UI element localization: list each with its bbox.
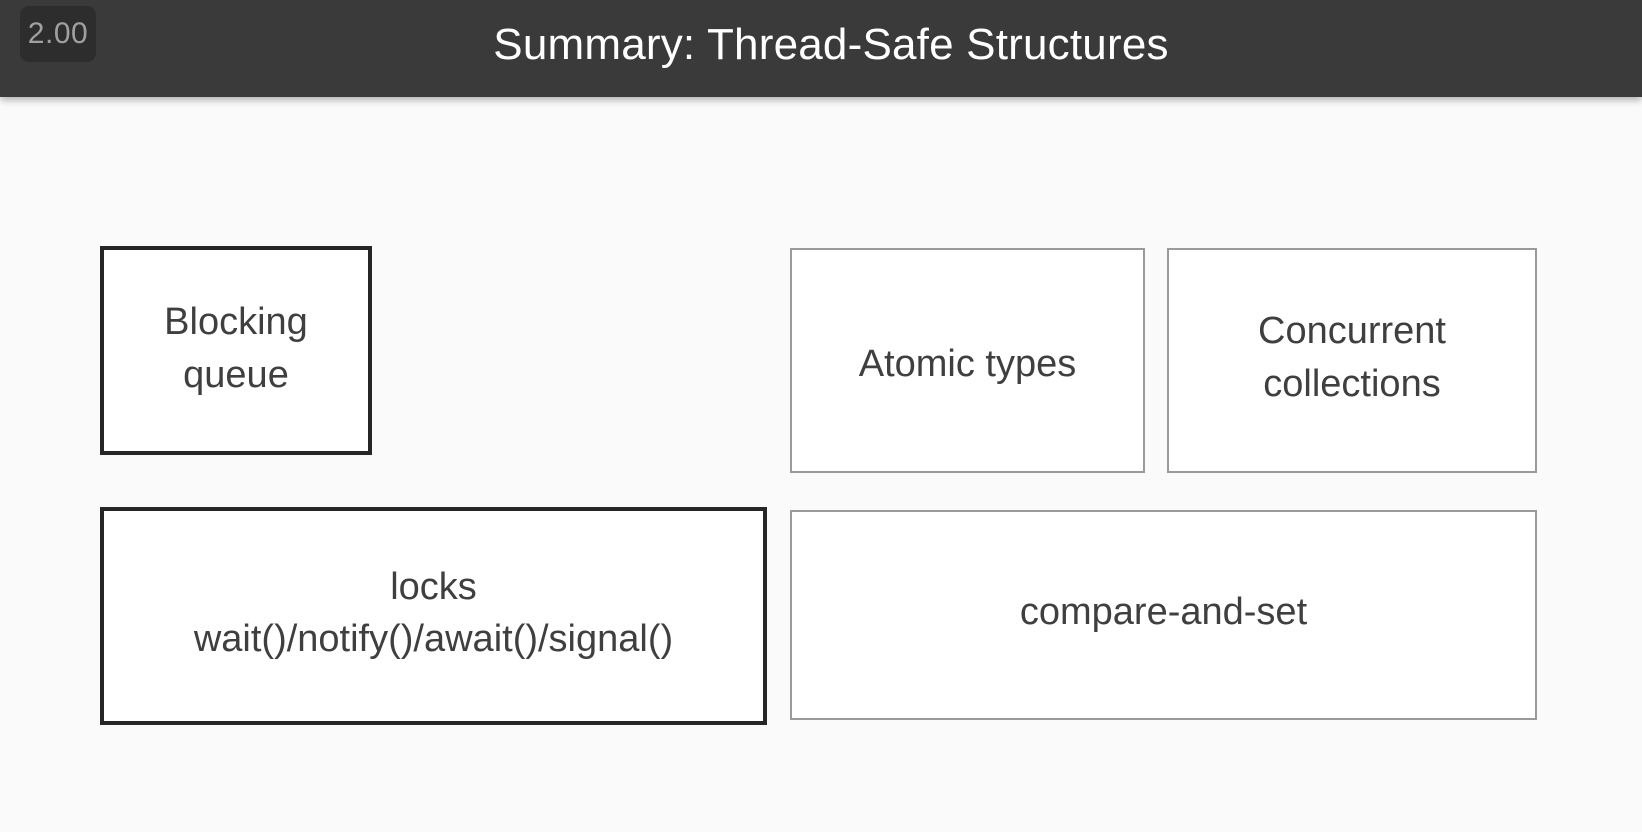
node-label-line: queue [183, 353, 289, 396]
node-atomic-types[interactable]: Atomic types [790, 248, 1145, 473]
node-locks[interactable]: locks wait()/notify()/await()/signal() [100, 507, 767, 725]
slide-title: Summary: Thread-Safe Structures [493, 20, 1169, 69]
node-blocking-queue[interactable]: Blocking queue [100, 246, 372, 455]
slide-number-badge[interactable]: 2.00 [20, 6, 96, 62]
node-label-line: collections [1263, 362, 1441, 405]
node-label: Blocking queue [164, 296, 308, 401]
node-compare-and-set[interactable]: compare-and-set [790, 510, 1537, 720]
node-label-line: Concurrent [1258, 310, 1446, 353]
node-label-line: Atomic types [858, 343, 1077, 386]
node-label: compare-and-set [1020, 586, 1307, 638]
node-label-line: compare-and-set [1019, 590, 1308, 633]
slide-header-bar: 2.00 Summary: Thread-Safe Structures [0, 0, 1642, 97]
node-label-line: Blocking [164, 301, 308, 344]
node-concurrent-collections[interactable]: Concurrent collections [1167, 248, 1537, 473]
node-label: Concurrent collections [1258, 305, 1446, 410]
slide-canvas: Blocking queue Atomic types Concurrent c… [0, 97, 1642, 832]
node-label-line: wait()/notify()/await()/signal() [193, 618, 674, 660]
node-label: Atomic types [859, 338, 1077, 390]
node-label: locks wait()/notify()/await()/signal() [194, 561, 673, 666]
node-label-line: locks [390, 565, 477, 608]
